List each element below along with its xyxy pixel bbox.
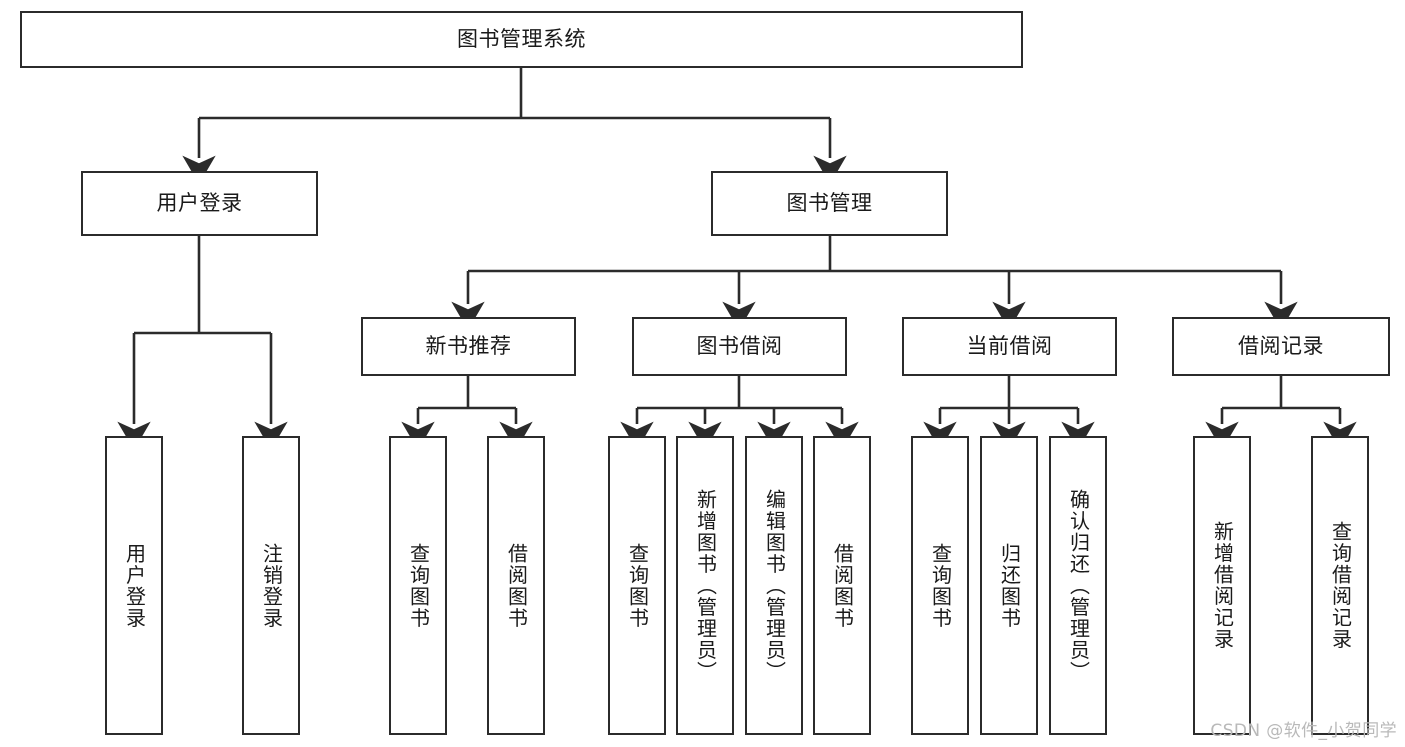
- node-user-login-label: 用户登录: [156, 191, 243, 216]
- node-new-book-recommend-label: 新书推荐: [425, 334, 512, 359]
- node-borrow-record-label: 借阅记录: [1238, 334, 1324, 359]
- leaf-logout-label: 注销登录: [259, 542, 284, 629]
- node-current-borrow[interactable]: 当前借阅: [902, 317, 1117, 376]
- node-book-management[interactable]: 图书管理: [711, 171, 948, 236]
- leaf-user-login-label: 用户登录: [122, 542, 147, 629]
- leaf-query-book-borrow-label: 查询图书: [625, 542, 650, 629]
- leaf-confirm-return-admin[interactable]: 确认归还（管理员）: [1049, 436, 1107, 735]
- node-new-book-recommend[interactable]: 新书推荐: [361, 317, 576, 376]
- leaf-add-borrow-record-label: 新增借阅记录: [1210, 521, 1235, 650]
- leaf-query-book-newbook-label: 查询图书: [406, 542, 431, 629]
- leaf-return-book[interactable]: 归还图书: [980, 436, 1038, 735]
- node-root-label: 图书管理系统: [457, 27, 586, 52]
- node-current-borrow-label: 当前借阅: [966, 334, 1053, 359]
- leaf-logout[interactable]: 注销登录: [242, 436, 300, 735]
- leaf-add-borrow-record[interactable]: 新增借阅记录: [1193, 436, 1251, 735]
- csdn-watermark: CSDN @软件_小贺同学: [1210, 721, 1397, 741]
- node-book-borrow[interactable]: 图书借阅: [632, 317, 847, 376]
- leaf-query-borrow-record-label: 查询借阅记录: [1328, 521, 1353, 650]
- leaf-borrow-book-borrow[interactable]: 借阅图书: [813, 436, 871, 735]
- leaf-query-book-borrow[interactable]: 查询图书: [608, 436, 666, 735]
- leaf-query-book-current-label: 查询图书: [928, 542, 953, 629]
- leaf-user-login[interactable]: 用户登录: [105, 436, 163, 735]
- node-borrow-record[interactable]: 借阅记录: [1172, 317, 1390, 376]
- leaf-confirm-return-admin-label: 确认归还（管理员）: [1066, 488, 1091, 683]
- leaf-query-book-newbook[interactable]: 查询图书: [389, 436, 447, 735]
- leaf-edit-book-admin-label: 编辑图书（管理员）: [762, 488, 787, 683]
- leaf-add-book-admin[interactable]: 新增图书（管理员）: [676, 436, 734, 735]
- leaf-query-book-current[interactable]: 查询图书: [911, 436, 969, 735]
- node-user-login[interactable]: 用户登录: [81, 171, 318, 236]
- leaf-borrow-book-newbook[interactable]: 借阅图书: [487, 436, 545, 735]
- leaf-add-book-admin-label: 新增图书（管理员）: [693, 488, 718, 683]
- leaf-return-book-label: 归还图书: [997, 542, 1022, 629]
- node-book-management-label: 图书管理: [786, 191, 873, 216]
- node-book-borrow-label: 图书借阅: [696, 334, 783, 359]
- leaf-borrow-book-newbook-label: 借阅图书: [504, 542, 529, 629]
- leaf-query-borrow-record[interactable]: 查询借阅记录: [1311, 436, 1369, 735]
- node-root[interactable]: 图书管理系统: [20, 11, 1023, 68]
- leaf-edit-book-admin[interactable]: 编辑图书（管理员）: [745, 436, 803, 735]
- leaf-borrow-book-borrow-label: 借阅图书: [830, 542, 855, 629]
